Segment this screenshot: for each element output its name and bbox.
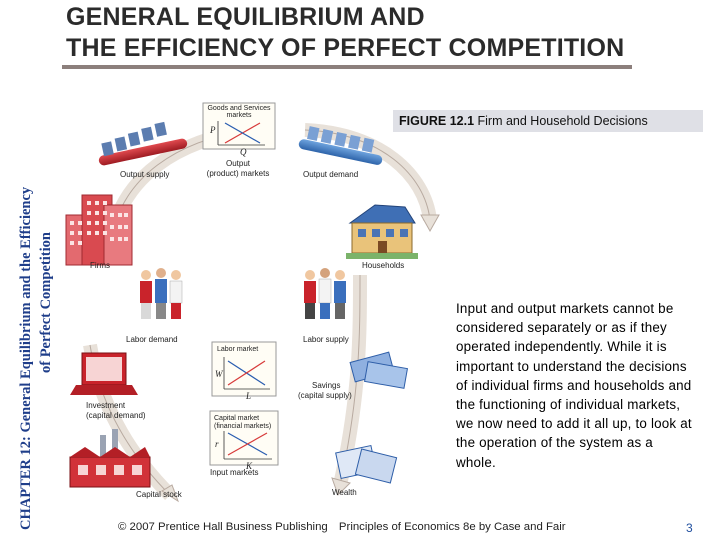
goods-market-graph: Goods and Services markets P Q	[202, 102, 276, 157]
output-markets-label-1: Output	[226, 159, 251, 168]
firms-label: Firms	[90, 261, 110, 270]
investment-label-1: Investment	[86, 401, 126, 410]
goods-axis-p: P	[209, 125, 216, 135]
labor-demand-workers-icon	[140, 268, 183, 319]
labor-demand-label: Labor demand	[126, 335, 178, 344]
labor-market-graph: Labor market W L	[211, 341, 277, 401]
capital-stock-factory-icon	[69, 429, 151, 488]
labor-market-title: Labor market	[217, 346, 258, 353]
households-label: Households	[362, 261, 404, 270]
labor-supply-workers-icon	[304, 268, 346, 319]
output-markets-label-2: (product) markets	[207, 169, 270, 178]
slide-title-line-2: THE EFFICIENCY OF PERFECT COMPETITION	[66, 34, 625, 62]
capital-market-title-1: Capital market	[214, 415, 259, 422]
figure-caption: FIGURE 12.1 Firm and Household Decisions	[393, 110, 703, 132]
firms-building-icon	[65, 194, 133, 266]
labor-axis-l: L	[245, 391, 251, 401]
slide-title: GENERAL EQUILIBRIUM AND THE EFFICIENCY O…	[66, 2, 706, 64]
labor-axis-w: W	[215, 369, 224, 379]
output-demand-label: Output demand	[303, 170, 358, 179]
footer-copyright: © 2007 Prentice Hall Business Publishing	[118, 521, 328, 533]
page-number: 3	[686, 521, 693, 535]
circular-flow-diagram: Goods and Services markets P Q Output (p…	[65, 102, 440, 503]
output-supply-conveyor	[98, 121, 188, 166]
wealth-label: Wealth	[332, 488, 357, 497]
footer: © 2007 Prentice Hall Business Publishing…	[118, 521, 566, 533]
figure-caption-text: Firm and Household Decisions	[477, 114, 648, 128]
output-supply-label: Output supply	[120, 170, 169, 179]
goods-market-title-1: Goods and Services	[207, 105, 271, 112]
capital-axis-k: K	[245, 461, 253, 471]
title-underline	[62, 65, 632, 69]
explanation-text: Input and output markets cannot be consi…	[450, 295, 700, 515]
chapter-side-title: CHAPTER 12: General Equilibrium and the …	[18, 186, 54, 530]
chapter-title-line-1: CHAPTER 12: General Equilibrium and the …	[18, 186, 34, 530]
figure-number: FIGURE 12.1	[399, 114, 475, 128]
savings-label-1: Savings	[312, 381, 340, 390]
footer-book-title: Principles of Economics 8e by Case and F…	[338, 521, 566, 533]
capital-axis-r: r	[215, 439, 219, 449]
slide-title-line-1: GENERAL EQUILIBRIUM AND	[66, 3, 425, 31]
input-markets-label: Input markets	[210, 468, 258, 477]
laptop-icon	[70, 352, 138, 395]
households-house-icon	[346, 204, 418, 259]
labor-supply-label: Labor supply	[303, 335, 349, 344]
goods-market-title-2: markets	[227, 112, 252, 119]
goods-axis-q: Q	[240, 147, 247, 157]
capital-stock-label: Capital stock	[136, 490, 183, 499]
savings-label-2: (capital supply)	[298, 391, 352, 400]
money-icon	[349, 351, 409, 389]
investment-label-2: (capital demand)	[86, 411, 146, 420]
capital-market-title-2: (financial markets)	[214, 423, 271, 430]
capital-market-graph: Capital market (financial markets) r K	[209, 410, 279, 471]
output-demand-conveyor	[298, 126, 383, 165]
wealth-certificates-icon	[335, 444, 398, 484]
arrow-heads	[161, 120, 440, 503]
chapter-title-line-2: of Perfect Competition	[38, 232, 54, 373]
